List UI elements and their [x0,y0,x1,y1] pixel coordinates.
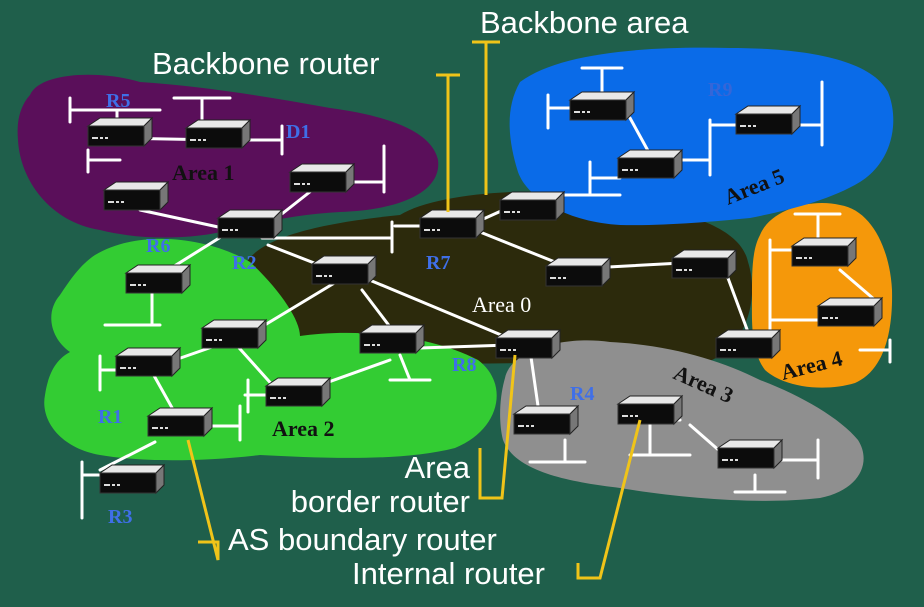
label-r2: R2 [232,252,256,274]
router-area2-top [201,319,267,349]
label-r7: R7 [426,252,450,274]
router-area0-bottom [359,324,425,354]
router-r2 [217,209,283,239]
label-r9: R9 [708,79,732,101]
internal-router-callout: Internal router [352,556,545,591]
label-r1: R1 [98,406,122,428]
label-d1: D1 [286,121,310,143]
callout-texts: Backbone area Backbone router Area borde… [152,5,689,591]
area-2-label: Area 2 [272,416,335,441]
area-2-region [44,238,497,461]
router-r7 [419,209,485,239]
router-r5 [87,117,153,147]
router-area3-right [717,439,783,469]
label-r6: R6 [146,235,170,257]
router-area4-right [817,297,883,327]
router-area1-left [103,181,169,211]
label-r3: R3 [108,506,132,528]
area-border-router-callout-line2: border router [291,484,470,519]
router-r8 [495,329,561,359]
router-area1-right [289,163,355,193]
router-r6 [125,264,191,294]
router-r4 [513,405,579,435]
callout-lines [186,40,642,580]
area-1-label: Area 1 [172,160,235,185]
router-area0-top [499,191,565,221]
router-area3-internal [617,395,683,425]
area-0-label: Area 0 [472,292,531,317]
area-0-region [236,191,753,371]
as-boundary-router-callout: AS boundary router [228,522,497,557]
router-area2-mid [265,377,331,407]
router-area4-border [715,329,781,359]
router-labels: R5 D1 R6 R2 R7 R8 R1 R3 R4 R9 [98,79,732,528]
area-5-region [509,47,894,226]
label-r8: R8 [452,354,476,376]
area-border-router-callout-line1: Area [405,450,471,485]
router-r9 [735,105,801,135]
backbone-area-callout: Backbone area [480,5,689,40]
router-area0-left [311,255,377,285]
router-area0-right [671,249,737,279]
router-area0-mid [545,257,611,287]
router-area4-top [791,237,857,267]
label-r4: R4 [570,383,594,405]
router-area5-top [569,91,635,121]
router-r1 [115,347,181,377]
router-area5-mid [617,149,683,179]
router-area2-bottom [147,407,213,437]
router-area1-top [185,119,251,149]
router-r3 [99,464,165,494]
backbone-router-callout: Backbone router [152,46,379,81]
label-r5: R5 [106,90,130,112]
